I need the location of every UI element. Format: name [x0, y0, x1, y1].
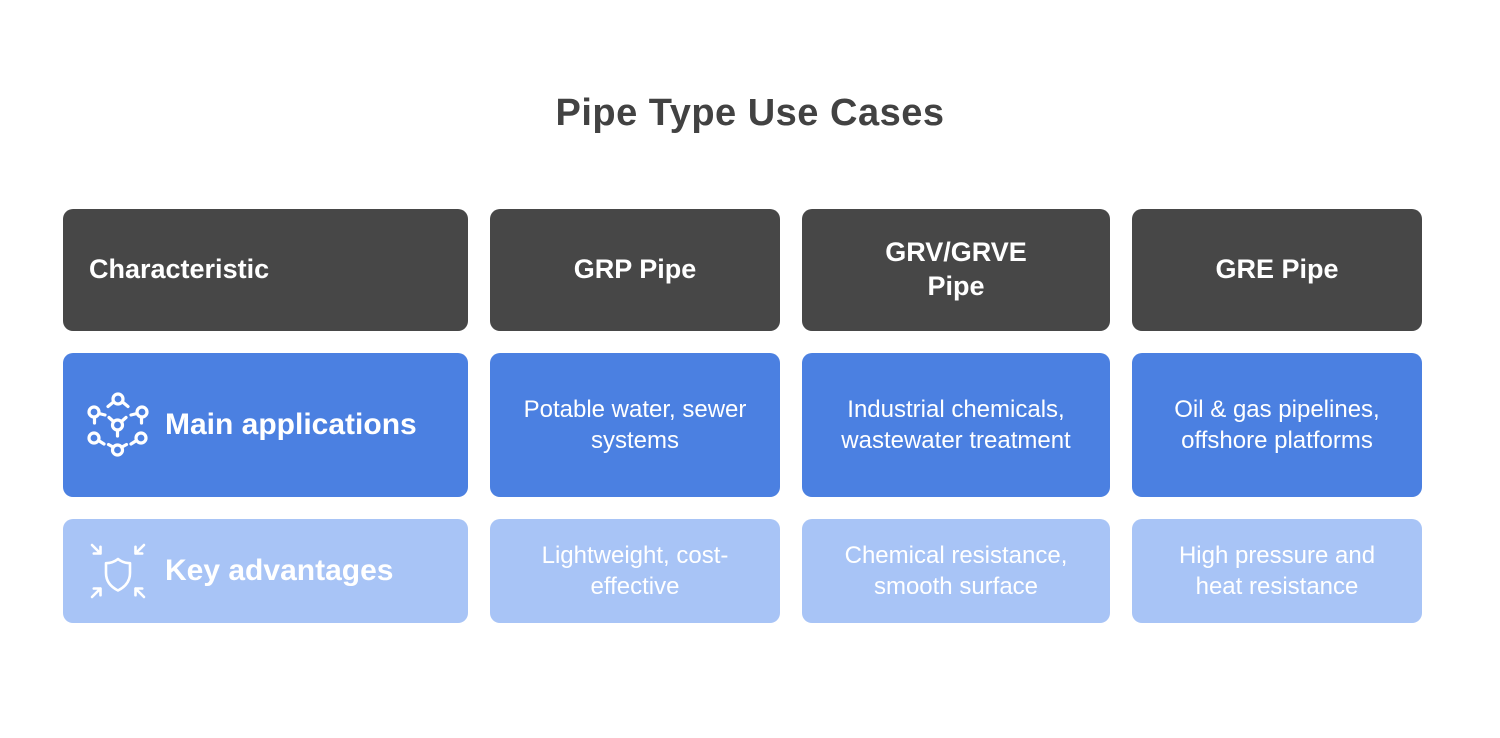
row-label-main-applications: Main applications [63, 353, 468, 497]
cell-text: High pressure and heat resistance [1178, 541, 1376, 600]
cell-grp-main-applications: Potable water, sewer systems [490, 353, 780, 497]
cell-text: Lightweight, cost-effective [541, 541, 729, 600]
header-cell-gre-pipe: GRE Pipe [1132, 209, 1422, 331]
header-label: Characteristic [89, 254, 270, 285]
cell-text: Chemical resistance, smooth surface [844, 541, 1068, 600]
cell-gre-key-advantages: High pressure and heat resistance [1132, 519, 1422, 623]
row-label-key-advantages: Key advantages [63, 519, 468, 623]
shield-converging-arrows-icon [85, 536, 151, 606]
row-label-text: Main applications [165, 408, 417, 441]
page-title: Pipe Type Use Cases [555, 92, 945, 134]
header-label: GRV/GRVE Pipe [885, 237, 1027, 301]
header-cell-characteristic: Characteristic [63, 209, 468, 331]
header-label: GRE Pipe [1215, 254, 1339, 285]
cell-grv-key-advantages: Chemical resistance, smooth surface [802, 519, 1110, 623]
network-nodes-icon [85, 390, 151, 460]
header-cell-grp-pipe: GRP Pipe [490, 209, 780, 331]
cell-grv-main-applications: Industrial chemicals, wastewater treatme… [802, 353, 1110, 497]
cell-text: Potable water, sewer systems [523, 395, 747, 454]
cell-gre-main-applications: Oil & gas pipelines, offshore platforms [1132, 353, 1422, 497]
cell-grp-key-advantages: Lightweight, cost-effective [490, 519, 780, 623]
pipe-comparison-table: Characteristic GRP Pipe GRV/GRVE Pipe GR… [63, 209, 1422, 623]
row-label-text: Key advantages [165, 554, 394, 587]
cell-text: Industrial chemicals, wastewater treatme… [841, 395, 1071, 454]
header-label: GRP Pipe [573, 254, 697, 285]
header-cell-grv-grve-pipe: GRV/GRVE Pipe [802, 209, 1110, 331]
cell-text: Oil & gas pipelines, offshore platforms [1174, 395, 1380, 454]
